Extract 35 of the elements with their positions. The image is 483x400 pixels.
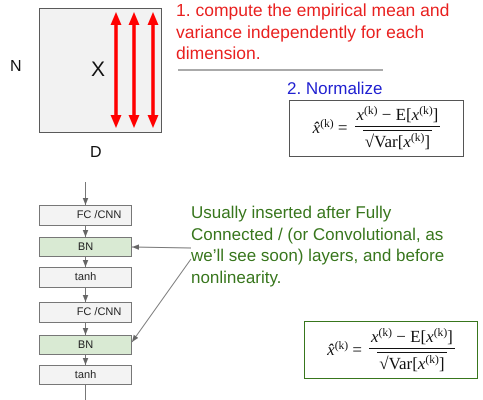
layer-box (39, 302, 132, 323)
layer-box (39, 365, 132, 385)
axis-label: D (90, 145, 102, 161)
arrow (82, 226, 88, 238)
arrow (82, 354, 88, 366)
layer-label: FC /CNN (76, 307, 122, 318)
note-text: Usually inserted after Fully Connected / (or Convolutional, as we’ll see soon) layers, and before nonlinearity. (191, 202, 477, 290)
arrow (82, 322, 88, 336)
arrow (82, 182, 88, 206)
layer-label: BN (78, 340, 94, 350)
formula-lhs: x̂$^{(k)}$ = (312, 119, 348, 138)
formula-numerator: x$^{(k)}$ − E[x$^{(k)}$] (355, 105, 440, 125)
arrow (82, 288, 88, 302)
layer-box (39, 267, 132, 288)
formula-box (304, 321, 478, 379)
layer-box (39, 237, 132, 257)
layer-label: FC /CNN (76, 210, 122, 221)
matrix-label: X (91, 59, 106, 80)
formula-denominator: √Var[x$^{(k)}$] (377, 352, 447, 374)
arrow (82, 256, 88, 268)
step-text: 1. compute the empirical mean and variance independently for each dimension. (176, 0, 450, 65)
formula-lhs: x̂$^{(k)}$ = (327, 340, 362, 360)
matrix-box (39, 8, 162, 133)
axis-label: N (10, 59, 22, 75)
layer-label: tanh (74, 370, 96, 380)
formula-denominator: √Var[x$^{(k)}$] (362, 130, 432, 152)
layer-box (39, 205, 132, 226)
formula-numerator: x$^{(k)}$ − E[x$^{(k)}$] (370, 326, 454, 346)
arrow (132, 244, 192, 250)
layer-label: tanh (74, 272, 96, 283)
layer-box (39, 335, 132, 355)
layer-label: BN (78, 242, 94, 252)
arrow (132, 258, 192, 342)
step-heading: 2. Normalize (287, 79, 382, 99)
connector-line (85, 384, 86, 400)
